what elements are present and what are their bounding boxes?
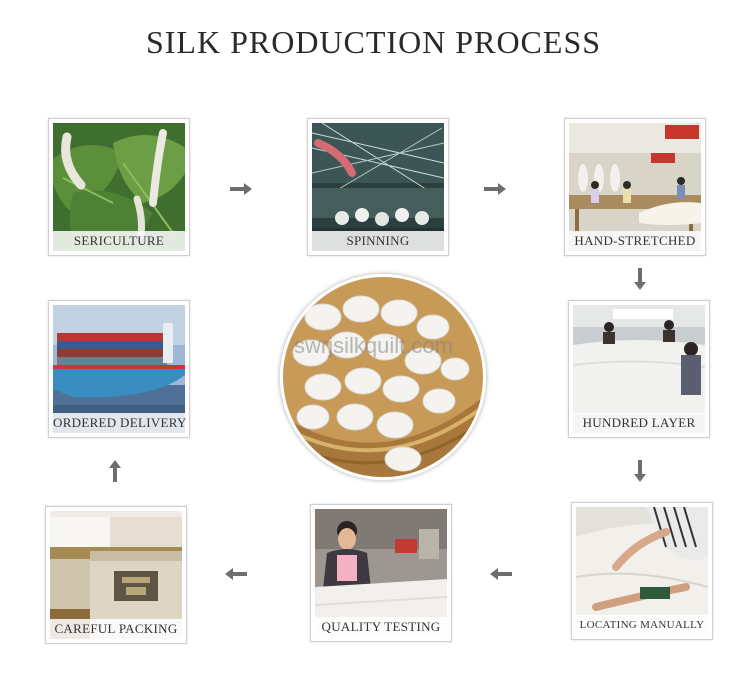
step-spinning: SPINNING: [307, 118, 449, 256]
layering-silk-image: [573, 305, 705, 433]
step-quality-testing: QUALITY TESTING: [310, 504, 452, 642]
arrow-right-icon: [230, 183, 252, 195]
arrow-up-icon: [109, 460, 121, 482]
step-hundred-layer: HUNDRED LAYER: [568, 300, 710, 438]
step-ordered-delivery: ORDERED DELIVERY: [48, 300, 190, 438]
step-hand-stretched: HAND-STRETCHED: [564, 118, 706, 256]
step-label: QUALITY TESTING: [315, 617, 447, 637]
silk-cocoons-basket-image: [280, 274, 486, 480]
step-label: HUNDRED LAYER: [573, 413, 705, 433]
step-label: CAREFUL PACKING: [50, 619, 182, 639]
step-label: HAND-STRETCHED: [569, 231, 701, 251]
cargo-ship-image: [53, 305, 185, 433]
page-title: SILK PRODUCTION PROCESS: [145, 24, 602, 60]
step-label: LOCATING MANUALLY: [576, 615, 708, 635]
step-careful-packing: CAREFUL PACKING: [45, 506, 187, 644]
arrow-down-icon: [634, 268, 646, 290]
arrow-left-icon: [225, 568, 247, 580]
arrow-down-icon: [634, 460, 646, 482]
step-label: SERICULTURE: [53, 231, 185, 251]
step-sericulture: SERICULTURE: [48, 118, 190, 256]
hands-positioning-silk-image: [576, 507, 708, 635]
step-label: ORDERED DELIVERY: [53, 413, 186, 433]
step-label: SPINNING: [312, 231, 444, 251]
step-locating-manually: LOCATING MANUALLY: [571, 502, 713, 640]
silk-spinning-machine-image: [312, 123, 444, 251]
arrow-right-icon: [484, 183, 506, 195]
arrow-left-icon: [490, 568, 512, 580]
